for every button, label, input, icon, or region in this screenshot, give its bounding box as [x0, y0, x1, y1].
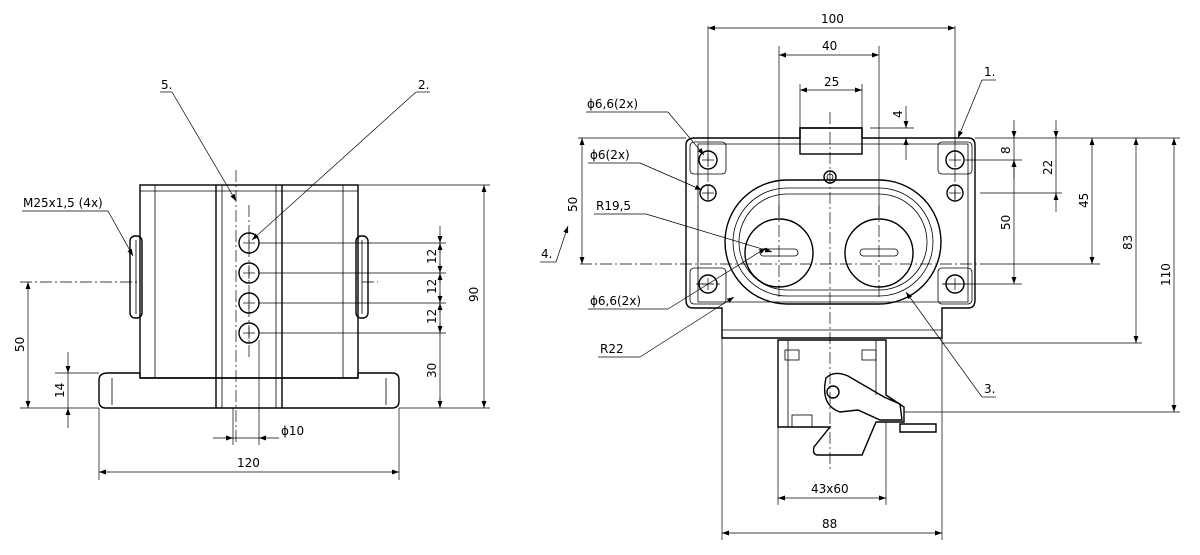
dim-side-pitch-b: 12: [425, 279, 439, 294]
front-lever-tab: [899, 423, 937, 433]
dim-front-width-top: 100: [821, 12, 844, 26]
front-top-boss: [799, 127, 863, 155]
side-gland-right: [355, 235, 369, 319]
dim-front-offset-4: 4: [891, 110, 905, 118]
side-base-plate: [98, 372, 400, 409]
front-label-hole-mid: ϕ6(2x): [590, 148, 630, 162]
side-thread-label: M25x1,5 (4x): [23, 196, 103, 210]
side-callout-5: 5.: [161, 78, 172, 92]
dim-front-offset-8: 8: [999, 146, 1013, 154]
front-lever: [823, 372, 903, 421]
front-lever-pivot: [826, 385, 840, 399]
dim-front-height-22: 22: [1041, 160, 1055, 175]
front-callout-4: 4.: [541, 247, 552, 261]
front-view: 100 40 25 4 8 22 45 50 83 110 50 43x60 8…: [540, 12, 1180, 540]
dim-side-pitch-a: 12: [425, 249, 439, 264]
dim-front-width-bottom: 88: [822, 517, 837, 531]
dim-side-base-height: 14: [53, 383, 67, 398]
front-label-radius-outer: R22: [600, 342, 624, 356]
front-label-hole-top: ϕ6,6(2x): [587, 97, 638, 111]
front-callout-1: 1.: [984, 65, 995, 79]
front-callout-3: 3.: [984, 382, 995, 396]
dim-front-clamp-size: 43x60: [811, 482, 849, 496]
side-gland-left: [129, 235, 143, 319]
dim-side-bottom-offset: 30: [425, 363, 439, 378]
front-label-radius-inner: R19,5: [596, 199, 631, 213]
dim-front-height-50-left: 50: [566, 197, 580, 212]
dim-front-height-45: 45: [1077, 193, 1091, 208]
dim-side-hole-dia: ϕ10: [281, 424, 304, 438]
dim-front-spacing-40: 40: [822, 39, 837, 53]
dim-side-height-total: 90: [467, 287, 481, 302]
front-oval-outer: [724, 179, 942, 305]
dim-side-pitch-c: 12: [425, 309, 439, 324]
dim-front-height-110: 110: [1159, 263, 1173, 286]
front-housing-outline: [685, 127, 976, 339]
dim-side-axis-height: 50: [13, 337, 27, 352]
dim-front-spacing-25: 25: [824, 75, 839, 89]
dim-side-width-total: 120: [237, 456, 260, 470]
side-callout-2: 2.: [418, 78, 429, 92]
front-label-hole-bottom: ϕ6,6(2x): [590, 294, 641, 308]
dim-front-height-50-right: 50: [999, 215, 1013, 230]
side-view: 5. 2. M25x1,5 (4x) 90 12 12 12 30 50 14 …: [13, 78, 490, 480]
dim-front-height-83: 83: [1121, 235, 1135, 250]
